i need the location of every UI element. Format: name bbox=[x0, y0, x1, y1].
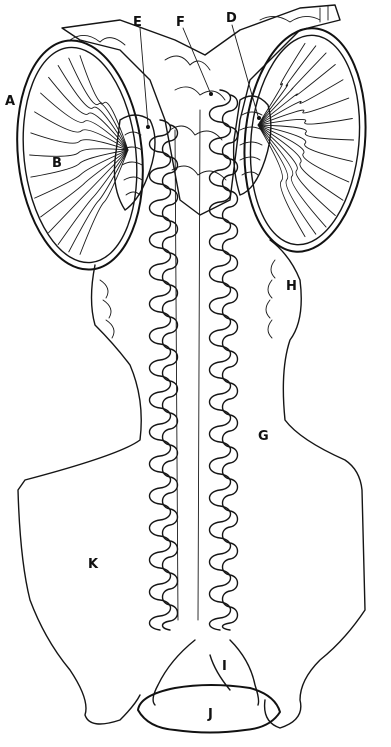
left-convoluted-duct bbox=[150, 120, 178, 630]
label-J: J bbox=[207, 707, 213, 722]
label-I: I bbox=[222, 659, 227, 674]
label-H: H bbox=[286, 279, 297, 294]
central-channel bbox=[175, 110, 200, 620]
label-K: K bbox=[88, 557, 99, 572]
label-D: D bbox=[226, 11, 237, 26]
left-body-outline bbox=[18, 265, 141, 724]
label-A: A bbox=[5, 94, 15, 109]
label-F: F bbox=[176, 15, 185, 30]
label-E: E bbox=[133, 15, 142, 30]
leader-lines bbox=[140, 25, 261, 129]
right-oval-lobe bbox=[235, 23, 374, 257]
label-B: B bbox=[52, 156, 62, 171]
left-oval-lobe bbox=[6, 34, 153, 276]
right-body-outline bbox=[265, 240, 365, 728]
label-G: G bbox=[258, 429, 269, 444]
lower-bulb-I bbox=[153, 640, 258, 705]
